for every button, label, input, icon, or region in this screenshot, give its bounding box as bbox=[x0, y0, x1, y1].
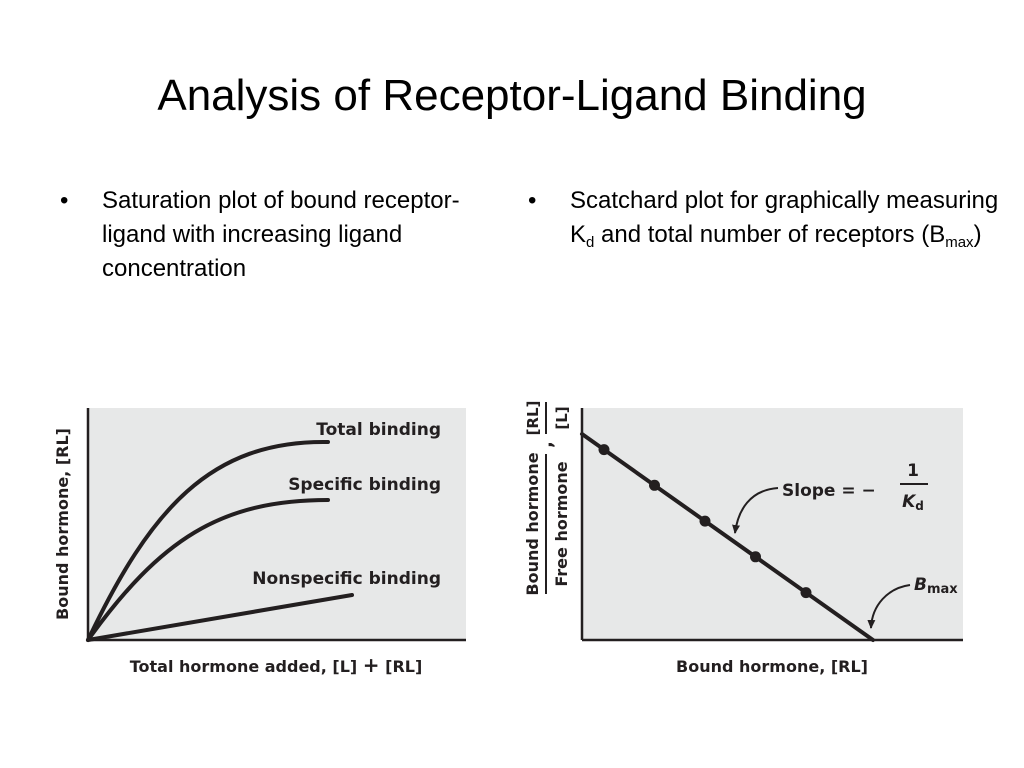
nonspecific-binding-line bbox=[86, 593, 354, 642]
saturation-y-axis-label: Bound hormone, [RL] bbox=[53, 428, 72, 620]
scatchard-y-label-free: Free hormone bbox=[552, 461, 571, 586]
scatchard-data-point bbox=[750, 551, 761, 563]
bmax-subscript: max bbox=[945, 234, 974, 251]
scatchard-plot: Slope = − 1 Kd Bmax Bound hormone Free h… bbox=[523, 401, 963, 676]
bmax-label: Bmax bbox=[914, 575, 958, 597]
scatchard-y-axis-label: Bound hormone Free hormone , [RL] [L] bbox=[523, 401, 571, 596]
scatchard-data-point bbox=[699, 515, 711, 527]
scatchard-x-axis-label: Bound hormone, [RL] bbox=[676, 657, 868, 676]
specific-binding-label: Specific binding bbox=[288, 475, 441, 495]
scatchard-y-label-l: [L] bbox=[553, 406, 571, 429]
bullet-marker: • bbox=[528, 187, 537, 214]
slope-arrow bbox=[732, 487, 779, 534]
total-binding-curve bbox=[86, 439, 330, 642]
scatchard-data-point bbox=[598, 444, 610, 456]
bmax-arrow bbox=[867, 584, 911, 629]
bullet-marker: • bbox=[60, 187, 69, 214]
left-bullet-text: Saturation plot of bound receptor-ligand… bbox=[102, 187, 460, 282]
right-bullet-text: Scatchard plot for graphically measuring… bbox=[570, 187, 999, 251]
nonspecific-binding-label: Nonspecific binding bbox=[252, 569, 441, 589]
scatchard-y-label-rl: [RL] bbox=[524, 401, 542, 436]
scatchard-plot-background bbox=[582, 408, 963, 640]
slope-numerator: 1 bbox=[907, 461, 919, 481]
specific-binding-curve bbox=[86, 498, 330, 642]
scatchard-regression-line bbox=[580, 432, 875, 642]
saturation-x-axis-label: Total hormone added, [L] + [RL] bbox=[130, 653, 423, 677]
saturation-plot: Total binding Specific binding Nonspecif… bbox=[53, 408, 466, 677]
scatchard-y-label-bound: Bound hormone bbox=[523, 452, 542, 595]
slide-title: Analysis of Receptor-Ligand Binding bbox=[157, 71, 867, 120]
kd-subscript: d bbox=[586, 234, 595, 251]
slope-label: Slope = − bbox=[782, 481, 876, 501]
scatchard-y-label-comma: , bbox=[536, 441, 557, 448]
total-binding-label: Total binding bbox=[316, 420, 441, 440]
scatchard-points bbox=[598, 444, 812, 599]
saturation-plot-background bbox=[88, 408, 466, 640]
slope-denominator: Kd bbox=[902, 492, 924, 513]
scatchard-data-point bbox=[800, 587, 812, 599]
scatchard-data-point bbox=[649, 479, 660, 491]
